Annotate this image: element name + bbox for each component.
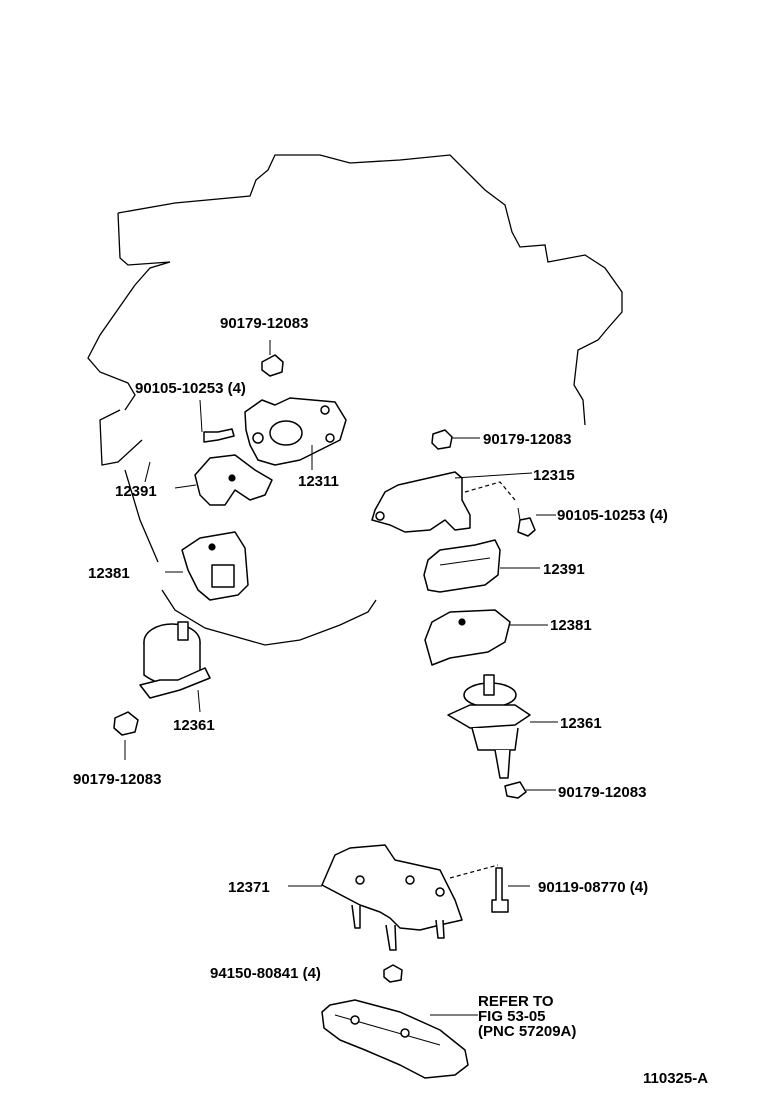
figure-id: 110325-A	[643, 1070, 708, 1087]
bracket-12391-right	[423, 539, 540, 593]
nut-right-bottom	[504, 781, 556, 799]
bracket-12311	[244, 397, 347, 470]
label-90179-bottom-left: 90179-12083	[73, 771, 161, 788]
bolt-right	[517, 507, 556, 537]
label-12315: 12315	[533, 467, 575, 484]
label-94150: 94150-80841 (4)	[210, 965, 321, 982]
label-12361-left: 12361	[173, 717, 215, 734]
mount-12381-right	[424, 609, 548, 666]
label-12391-right: 12391	[543, 561, 585, 578]
label-90105-right: 90105-10253 (4)	[557, 507, 668, 524]
crossmember	[321, 999, 478, 1079]
label-12381-right: 12381	[550, 617, 592, 634]
mount-12361-left	[139, 621, 211, 713]
label-refer-line1: REFER TO	[478, 993, 554, 1010]
nut-right-top	[431, 429, 480, 450]
mount-12381-left	[165, 531, 249, 601]
label-12381-left: 12381	[88, 565, 130, 582]
label-90179-right-top: 90179-12083	[483, 431, 571, 448]
label-refer-line2: FIG 53-05	[478, 1008, 546, 1025]
nut-bottom-left	[113, 711, 139, 760]
label-90105-left: 90105-10253 (4)	[135, 380, 246, 397]
label-12371: 12371	[228, 879, 270, 896]
label-90119: 90119-08770 (4)	[538, 879, 648, 896]
label-90179-right-bottom: 90179-12083	[558, 784, 646, 801]
mount-12371	[288, 844, 499, 951]
label-12391-left: 12391	[115, 483, 157, 500]
bracket-12315	[371, 471, 533, 533]
label-90179-top-left: 90179-12083	[220, 315, 308, 332]
nut-bottom	[383, 964, 403, 983]
label-12361-right: 12361	[560, 715, 602, 732]
label-refer-line3: (PNC 57209A)	[478, 1023, 576, 1040]
engine-outline	[87, 154, 623, 646]
bolt-bottom	[491, 867, 530, 913]
label-12311: 12311	[298, 473, 339, 490]
nut-top-left	[261, 340, 284, 377]
mount-12361-right	[447, 674, 558, 779]
bracket-12391-left	[174, 454, 273, 506]
bolt-left	[199, 399, 235, 443]
